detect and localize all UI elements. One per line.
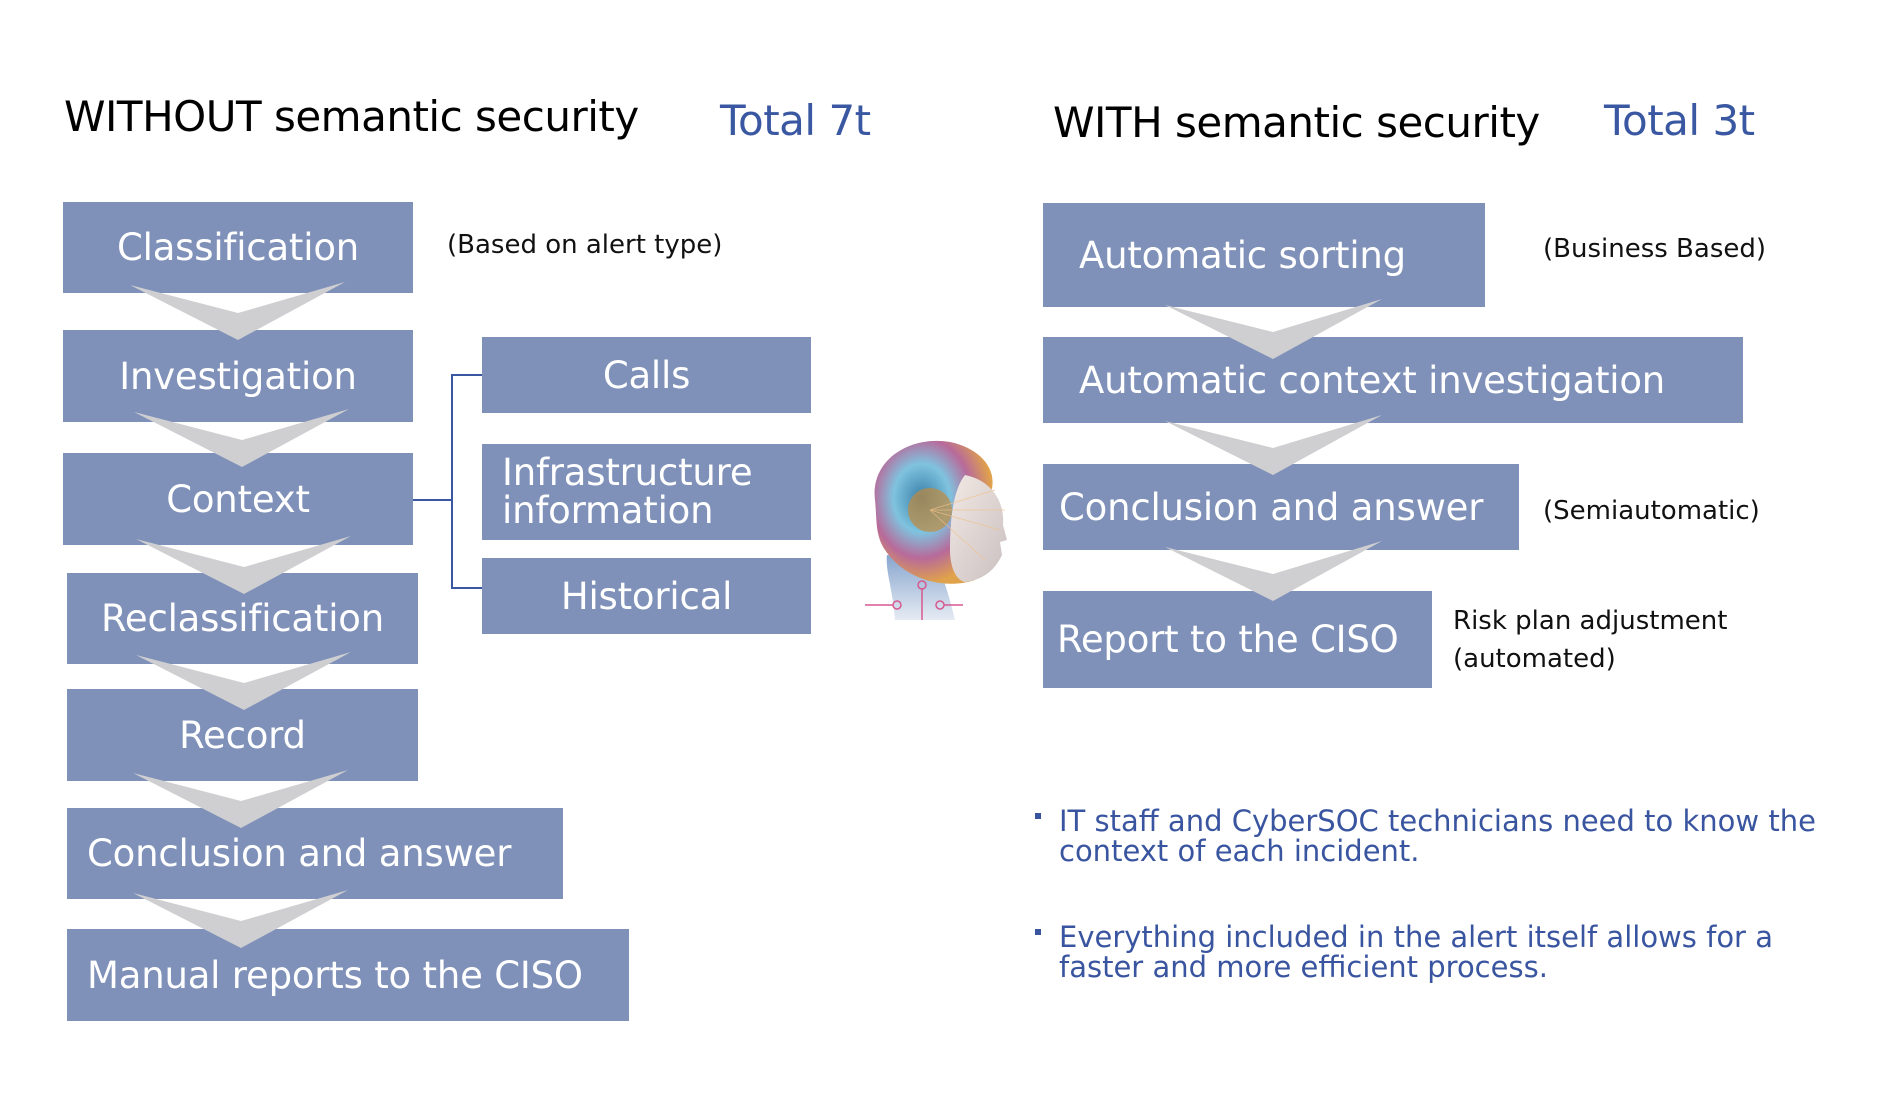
step-classification: Classification [63, 202, 413, 293]
bullet-square-icon [1035, 929, 1041, 935]
step-context: Context [63, 453, 413, 545]
branch-connector [413, 374, 482, 589]
report-note-line-2: (automated) [1453, 644, 1616, 674]
right-panel-total: Total 3t [1604, 96, 1755, 145]
bullet-text: IT staff and CyberSOC technicians need t… [1059, 804, 1816, 868]
classification-note: (Based on alert type) [447, 230, 723, 260]
step-automatic-context-investigation: Automatic context investigation [1043, 337, 1743, 423]
report-note-line-1: Risk plan adjustment [1453, 606, 1728, 636]
automatic-sorting-note: (Business Based) [1543, 234, 1767, 264]
step-reclassification: Reclassification [67, 573, 418, 664]
right-panel-title: WITH semantic security [1053, 98, 1540, 147]
report-note: Risk plan adjustment (automated) [1453, 602, 1727, 678]
step-manual-reports: Manual reports to the CISO [67, 929, 629, 1021]
bullet-item: Everything included in the alert itself … [1035, 922, 1855, 982]
branch-historical: Historical [482, 558, 811, 634]
step-conclusion-and-answer: Conclusion and answer [67, 808, 563, 899]
bullet-item: IT staff and CyberSOC technicians need t… [1035, 806, 1855, 866]
step-report-to-ciso: Report to the CISO [1043, 591, 1432, 688]
left-panel-total: Total 7t [720, 96, 871, 145]
bullet-square-icon [1035, 813, 1041, 819]
step-investigation: Investigation [63, 330, 413, 422]
bullet-text: Everything included in the alert itself … [1059, 920, 1773, 984]
bullet-list: IT staff and CyberSOC technicians need t… [1035, 806, 1855, 1038]
step-conclusion-and-answer-auto: Conclusion and answer [1043, 464, 1519, 550]
left-panel-title: WITHOUT semantic security [64, 92, 639, 141]
branch-infrastructure-information: Infrastructure information [482, 444, 811, 540]
step-automatic-sorting: Automatic sorting [1043, 203, 1485, 307]
conclusion-note: (Semiautomatic) [1543, 496, 1760, 526]
ai-head-icon [865, 440, 1007, 620]
branch-calls: Calls [482, 337, 811, 413]
step-record: Record [67, 689, 418, 781]
